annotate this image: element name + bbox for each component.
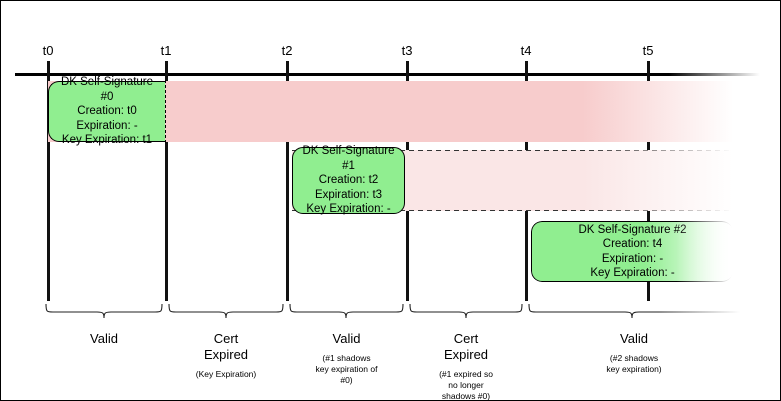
brace-segment-3: [409, 303, 523, 319]
brace-segment-4: [528, 303, 740, 319]
segment-1-title: Cert Expired: [203, 331, 249, 362]
segment-label-2: Valid (#1 shadows key expiration of #0): [289, 331, 404, 386]
brace-segment-2: [289, 303, 404, 319]
segment-3-note: (#1 expired so no longer shadows #0): [439, 369, 493, 401]
signature-1-expiration: Expiration: t3: [314, 188, 383, 201]
signature-2-creation: Creation: t4: [602, 238, 663, 250]
tick-label-t3: t3: [401, 43, 413, 58]
signature-box-2: DK Self-Signature #2 Creation: t4 Expira…: [531, 221, 733, 282]
tick-line-t1: [165, 61, 168, 301]
segment-2-note: (#1 shadows key expiration of #0): [315, 353, 378, 385]
tick-label-t4: t4: [520, 43, 532, 58]
signature-2-title: DK Self-Signature #2: [578, 223, 687, 236]
segment-4-note: (#2 shadows key expiration): [606, 353, 662, 374]
brace-segment-1: [168, 303, 284, 319]
tick-line-t2: [286, 61, 289, 301]
signature-box-1: DK Self-Signature #1 Creation: t2 Expira…: [292, 145, 405, 216]
segment-0-title: Valid: [90, 331, 118, 346]
segment-label-1: Cert Expired (Key Expiration): [168, 331, 284, 380]
tick-label-t2: t2: [281, 43, 293, 58]
signature-0-creation: Creation: t0: [77, 105, 137, 118]
signature-1-title: DK Self-Signature #1: [302, 145, 395, 172]
tick-line-t0: [47, 61, 50, 301]
signature-2-key-expiration: Key Expiration: -: [590, 267, 675, 279]
tick-label-t1: t1: [160, 43, 172, 58]
band-2-top-dashed-border: [292, 150, 733, 151]
timeline-axis: [15, 73, 775, 76]
segment-2-title: Valid: [332, 331, 361, 346]
signature-1-key-expiration: Key Expiration: -: [306, 203, 391, 216]
segment-1-note: (Key Expiration): [195, 369, 257, 379]
band-2-bottom-dashed-border: [292, 210, 733, 211]
signature-0-expiration: Expiration: -: [76, 119, 138, 132]
segment-label-4: Valid (#2 shadows key expiration): [528, 331, 740, 375]
tick-label-t0: t0: [42, 43, 54, 58]
segment-label-3: Cert Expired (#1 expired so no longer sh…: [409, 331, 523, 401]
brace-segment-0: [45, 303, 163, 319]
signature-1-creation: Creation: t2: [318, 174, 379, 187]
signature-2-expiration: Expiration: -: [601, 252, 664, 265]
segment-label-0: Valid: [45, 331, 163, 353]
segment-3-title: Cert Expired: [443, 331, 489, 362]
tick-label-t5: t5: [642, 43, 654, 58]
signature-0-title: DK Self-Signature #0: [60, 76, 154, 103]
signature-box-0: DK Self-Signature #0 Creation: t0 Expira…: [48, 76, 166, 146]
signature-0-key-expiration: Key Expiration: t1: [61, 134, 153, 147]
segment-4-title: Valid: [620, 331, 648, 346]
